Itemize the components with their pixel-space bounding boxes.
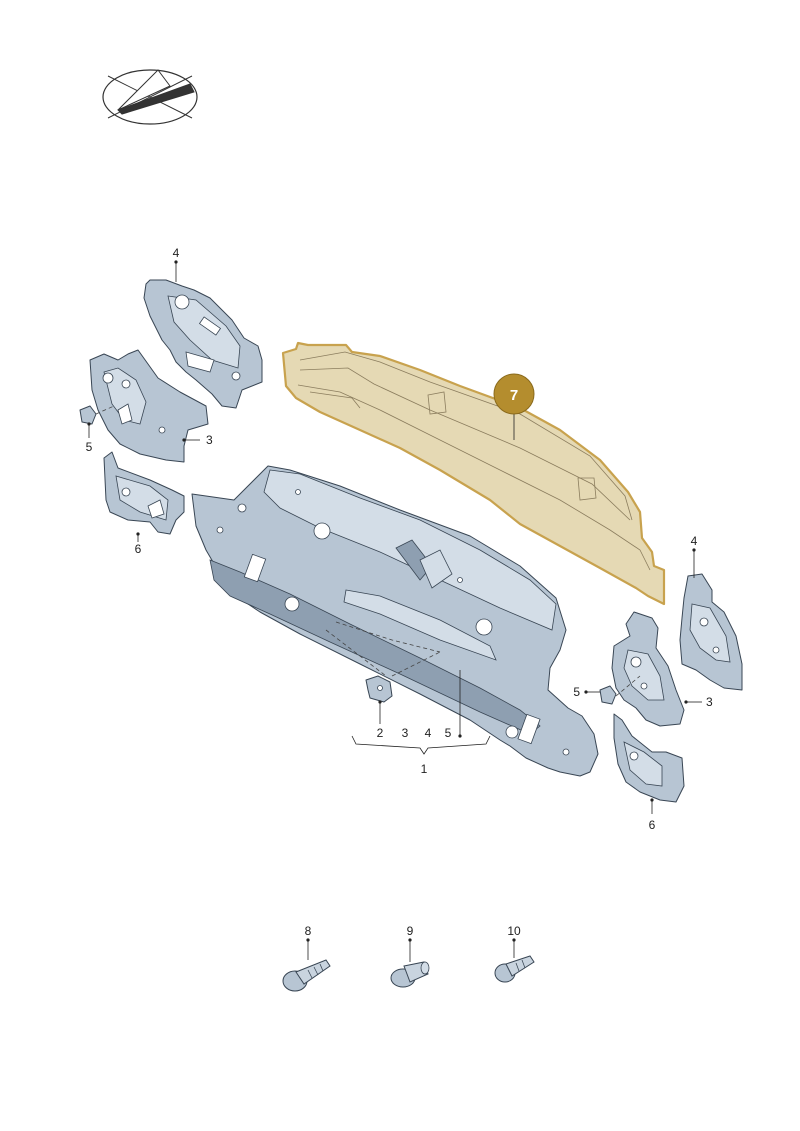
screw-10[interactable] xyxy=(494,955,535,983)
left-clip-5[interactable] xyxy=(79,405,97,425)
main-rear-panel[interactable] xyxy=(191,465,599,777)
orientation-car-icon xyxy=(102,69,198,125)
label-2: 2 xyxy=(377,726,384,740)
right-clip-5[interactable] xyxy=(599,685,617,705)
highlighted-panel-7[interactable] xyxy=(281,341,666,606)
label-3-group: 3 xyxy=(402,726,409,740)
label-3-left: 3 xyxy=(206,433,213,447)
left-middle-bracket-3[interactable] xyxy=(89,349,209,463)
label-10: 10 xyxy=(507,924,521,938)
rivet-9[interactable] xyxy=(390,961,430,988)
label-5-right: 5 xyxy=(573,685,580,699)
label-6-right: 6 xyxy=(649,818,656,832)
left-upper-bracket-4[interactable] xyxy=(143,279,263,409)
right-upper-bracket-4[interactable] xyxy=(679,573,743,691)
label-7: 7 xyxy=(510,387,518,404)
left-lower-bracket-6[interactable] xyxy=(103,451,185,535)
callout-7[interactable]: 7 xyxy=(493,373,535,415)
leader-lines xyxy=(87,260,702,962)
label-6-left: 6 xyxy=(135,542,142,556)
bolt-8[interactable] xyxy=(282,959,331,992)
label-9: 9 xyxy=(407,924,414,938)
bracket-2[interactable] xyxy=(365,675,393,703)
label-1: 1 xyxy=(421,762,428,776)
right-middle-bracket-3[interactable] xyxy=(611,611,685,727)
assembly-dashed-lines xyxy=(95,405,641,697)
label-4-group: 4 xyxy=(425,726,432,740)
label-8: 8 xyxy=(305,924,312,938)
label-4-right: 4 xyxy=(691,534,698,548)
label-3-right: 3 xyxy=(706,695,713,709)
label-4-left: 4 xyxy=(173,246,180,260)
right-lower-bracket-6[interactable] xyxy=(613,713,685,803)
label-5-group: 5 xyxy=(445,726,452,740)
label-5-left: 5 xyxy=(86,440,93,454)
